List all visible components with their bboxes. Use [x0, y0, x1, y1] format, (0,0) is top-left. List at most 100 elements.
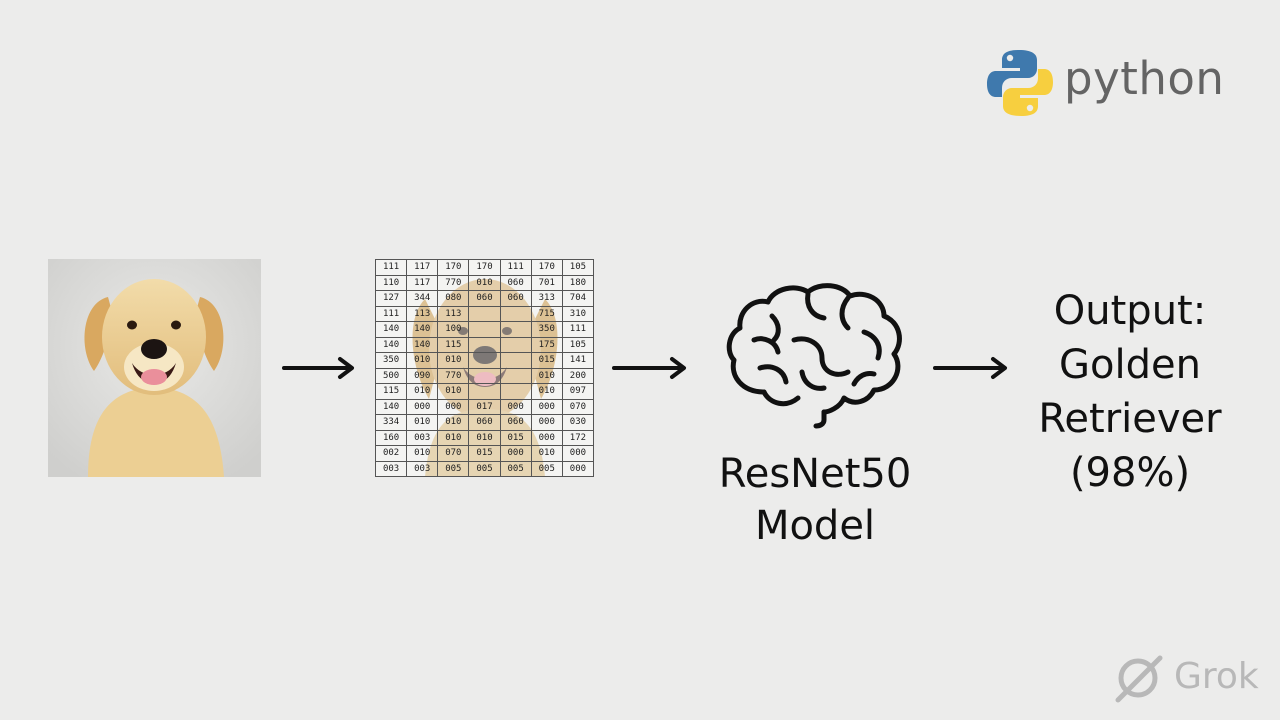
pixel-cell: [468, 367, 501, 384]
pixel-cell: 010: [406, 445, 439, 462]
pixel-cell: 113: [406, 305, 439, 322]
pixel-cell: [499, 352, 532, 369]
brain-icon: [726, 283, 902, 429]
output-class-line1: Golden: [1059, 342, 1201, 388]
python-logo-icon: [987, 50, 1053, 116]
pixel-cell: [499, 336, 532, 353]
pixel-cell: 500: [375, 367, 408, 384]
right-arrow-icon: [612, 357, 686, 379]
pixel-cell: [468, 321, 501, 338]
pixel-cell: 060: [499, 274, 532, 291]
pixel-cell: 350: [530, 321, 563, 338]
pixel-cell: 017: [468, 398, 501, 415]
pixel-cell: 350: [375, 352, 408, 369]
output-class-line2: Retriever: [1038, 396, 1222, 442]
pixel-cell: 000: [437, 398, 470, 415]
pixel-cell: [468, 383, 501, 400]
pixel-cell: 334: [375, 414, 408, 431]
pixel-cell: 010: [530, 367, 563, 384]
pixel-cell: 010: [437, 414, 470, 431]
pixel-cell: 140: [406, 321, 439, 338]
grok-watermark-text: Grok: [1174, 656, 1259, 697]
pixel-cell: 000: [561, 445, 594, 462]
pixel-cell: 172: [561, 429, 594, 446]
pixel-cell: 010: [468, 274, 501, 291]
pixel-cell: 060: [499, 290, 532, 307]
pixel-cell: 002: [375, 445, 408, 462]
pixel-cell: 070: [561, 398, 594, 415]
input-dog-image: [48, 259, 261, 477]
pixel-cell: 140: [406, 336, 439, 353]
output-heading: Output:: [1053, 288, 1207, 334]
pixel-cell: 003: [406, 460, 439, 477]
pixel-cell: [499, 383, 532, 400]
pixel-cell: 140: [375, 336, 408, 353]
pixel-cell: 701: [530, 274, 563, 291]
pixel-cell: 005: [437, 460, 470, 477]
pixel-cell: [468, 352, 501, 369]
pixel-cell: 010: [406, 414, 439, 431]
grok-logo-icon: [1115, 655, 1163, 703]
pixel-cell: 000: [499, 398, 532, 415]
pixel-cell: 115: [375, 383, 408, 400]
pixel-cell: 160: [375, 429, 408, 446]
pixel-cell: 140: [375, 398, 408, 415]
output-label: Output: Golden Retriever (98%): [1020, 284, 1240, 500]
grok-watermark: Grok: [1112, 652, 1272, 704]
pixel-cell: 000: [561, 460, 594, 477]
python-logo: python: [986, 48, 1226, 120]
pixel-cell: [499, 305, 532, 322]
pixel-cell: 000: [530, 429, 563, 446]
pixel-cell: 111: [561, 321, 594, 338]
pixel-cell: 080: [437, 290, 470, 307]
pixel-cell: [468, 336, 501, 353]
pixel-cell: 090: [406, 367, 439, 384]
pixel-cell: 010: [437, 352, 470, 369]
right-arrow-icon: [933, 357, 1007, 379]
pixel-cell: 010: [468, 429, 501, 446]
python-logo-text: python: [1064, 52, 1225, 105]
pixel-cell: 175: [530, 336, 563, 353]
pixel-cell: [499, 321, 532, 338]
pixel-cell: 310: [561, 305, 594, 322]
pixel-cell: 010: [437, 429, 470, 446]
pixel-cell: 117: [406, 259, 439, 276]
pixel-cell: 110: [375, 274, 408, 291]
pixel-cell: 030: [561, 414, 594, 431]
pixel-cell: 715: [530, 305, 563, 322]
pixel-cell: 100: [437, 321, 470, 338]
pixel-cell: 105: [561, 259, 594, 276]
pixel-cell: 117: [406, 274, 439, 291]
pixel-cell: 005: [468, 460, 501, 477]
pixel-cell: 005: [499, 460, 532, 477]
pixel-cell: [468, 305, 501, 322]
pixel-cell: 111: [375, 305, 408, 322]
pixel-cell: 060: [499, 414, 532, 431]
pixel-cell: 000: [530, 414, 563, 431]
pixel-cell: 010: [437, 383, 470, 400]
model-suffix: Model: [754, 503, 876, 549]
pixel-cell: 141: [561, 352, 594, 369]
model-name: ResNet50: [718, 451, 912, 497]
pixel-cell: 111: [499, 259, 532, 276]
pixel-cell: 010: [406, 383, 439, 400]
pixel-cell: 015: [499, 429, 532, 446]
pixel-cell: 770: [437, 367, 470, 384]
pixel-cell: 113: [437, 305, 470, 322]
pixel-cell: 344: [406, 290, 439, 307]
right-arrow-icon: [282, 357, 354, 379]
